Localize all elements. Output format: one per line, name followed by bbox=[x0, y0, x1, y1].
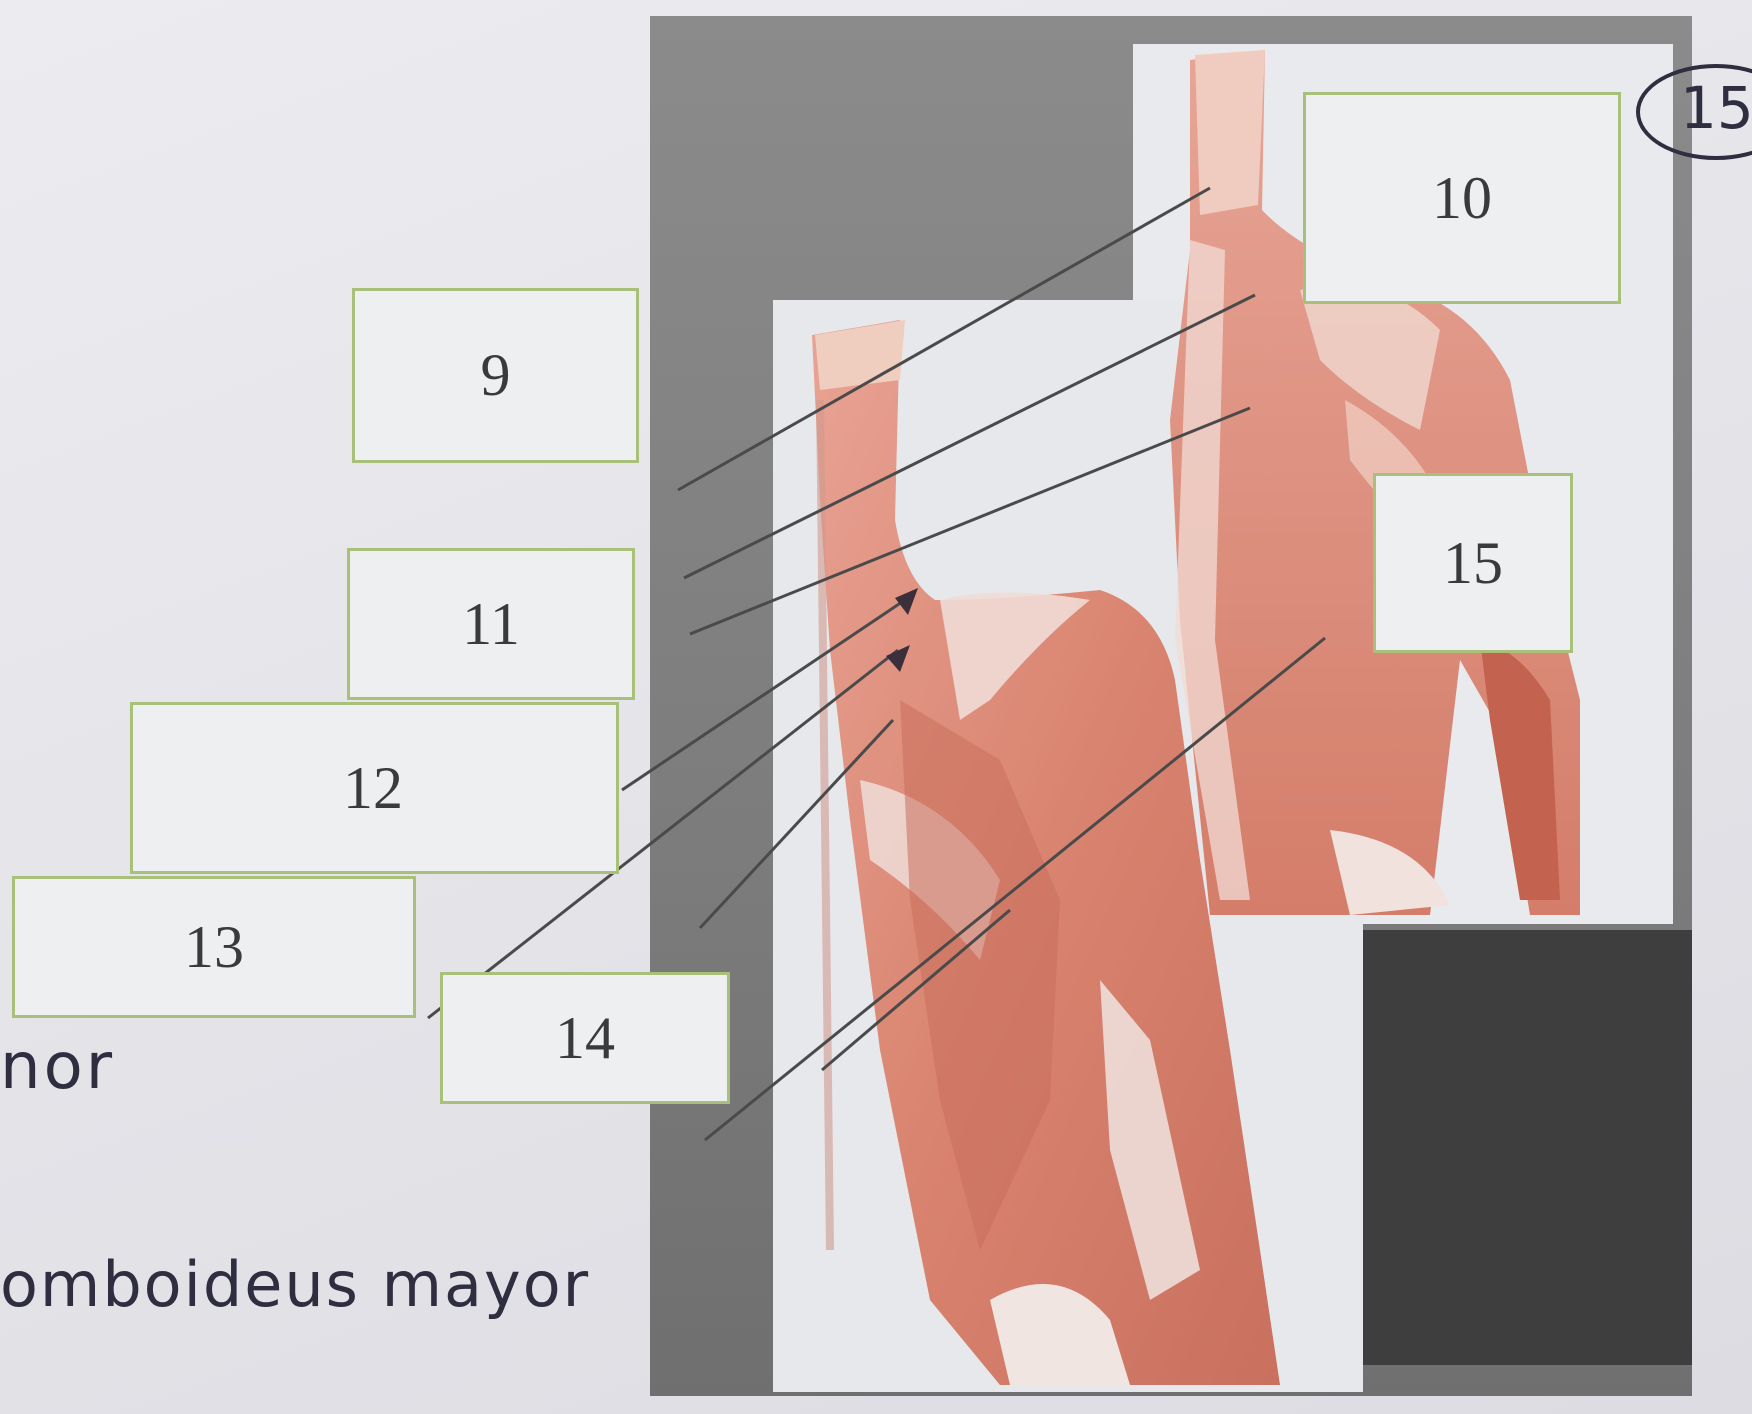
label-box-12[interactable]: 12 bbox=[130, 702, 619, 874]
label-number-12: 12 bbox=[343, 754, 403, 823]
label-box-11[interactable]: 11 bbox=[347, 548, 635, 700]
label-box-13[interactable]: 13 bbox=[12, 876, 416, 1018]
score-circle-number: 15 bbox=[1680, 74, 1752, 142]
pointer-line-9a bbox=[678, 188, 1210, 490]
label-box-15[interactable]: 15 bbox=[1373, 473, 1573, 653]
label-number-14: 14 bbox=[555, 1004, 615, 1073]
handwritten-answer-fragment: nor bbox=[0, 1030, 115, 1104]
label-number-9: 9 bbox=[481, 341, 511, 410]
label-number-15: 15 bbox=[1443, 529, 1503, 598]
label-box-14[interactable]: 14 bbox=[440, 972, 730, 1104]
label-box-10[interactable]: 10 bbox=[1303, 92, 1621, 304]
label-box-9[interactable]: 9 bbox=[352, 288, 639, 463]
label-number-11: 11 bbox=[462, 590, 520, 659]
handwritten-answer: omboideus mayor bbox=[0, 1248, 590, 1321]
label-number-10: 10 bbox=[1432, 164, 1492, 233]
label-number-13: 13 bbox=[184, 913, 244, 982]
